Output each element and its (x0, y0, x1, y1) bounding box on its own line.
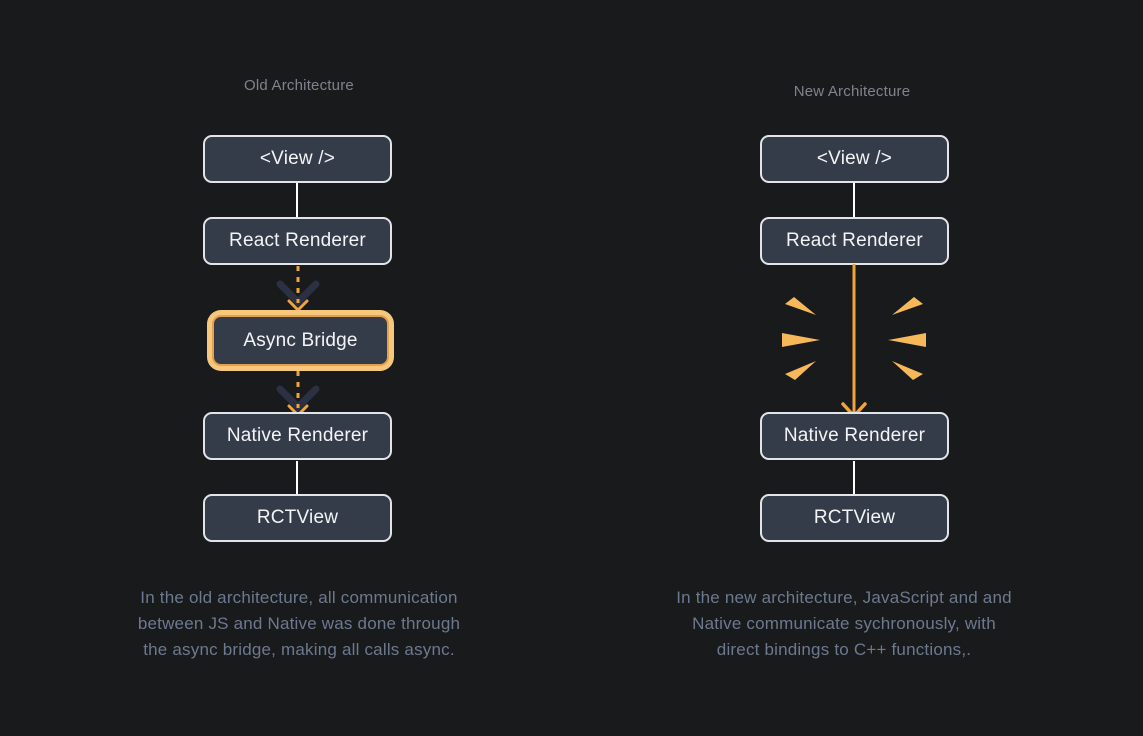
caption-line: between JS and Native was done through (137, 614, 461, 633)
dashed-arrow-icon (276, 266, 320, 312)
node-label: Native Renderer (226, 425, 369, 446)
caption-line: Native communicate sychronously, with (692, 614, 996, 633)
connector-line (296, 461, 298, 494)
new-view-node: <View /> (760, 135, 949, 183)
node-label: React Renderer (786, 230, 923, 251)
old-native-renderer-node: Native Renderer (203, 412, 392, 460)
spark-burst-left-icon (782, 297, 820, 380)
new-architecture-title: New Architecture (793, 83, 911, 100)
node-label: <View /> (816, 148, 893, 169)
caption-line: the async bridge, making all calls async… (143, 640, 455, 659)
old-architecture-title: Old Architecture (244, 77, 354, 94)
connector-line (296, 183, 298, 217)
caption-line: direct bindings to C++ functions,. (716, 640, 972, 659)
new-rctview-node: RCTView (760, 494, 949, 542)
spark-burst-right-icon (888, 297, 926, 380)
new-react-renderer-node: React Renderer (760, 217, 949, 265)
node-label: <View /> (259, 148, 336, 169)
solid-arrow-icon (841, 264, 867, 419)
connector-line (853, 461, 855, 494)
dashed-arrow-icon (276, 371, 320, 417)
node-label: Async Bridge (243, 329, 358, 351)
new-architecture-caption: In the new architecture, JavaScript and … (624, 585, 1064, 663)
old-rctview-node: RCTView (203, 494, 392, 542)
node-label: RCTView (813, 507, 896, 528)
caption-line: In the new architecture, JavaScript and … (676, 588, 1012, 607)
old-view-node: <View /> (203, 135, 392, 183)
async-bridge-highlight: Async Bridge (207, 310, 394, 371)
caption-line: In the old architecture, all communicati… (140, 588, 458, 607)
node-label: RCTView (256, 507, 339, 528)
node-label: Native Renderer (783, 425, 926, 446)
old-react-renderer-node: React Renderer (203, 217, 392, 265)
node-label: React Renderer (229, 230, 366, 251)
old-async-bridge-node: Async Bridge (212, 315, 389, 366)
connector-line (853, 183, 855, 217)
old-architecture-caption: In the old architecture, all communicati… (79, 585, 519, 663)
new-native-renderer-node: Native Renderer (760, 412, 949, 460)
